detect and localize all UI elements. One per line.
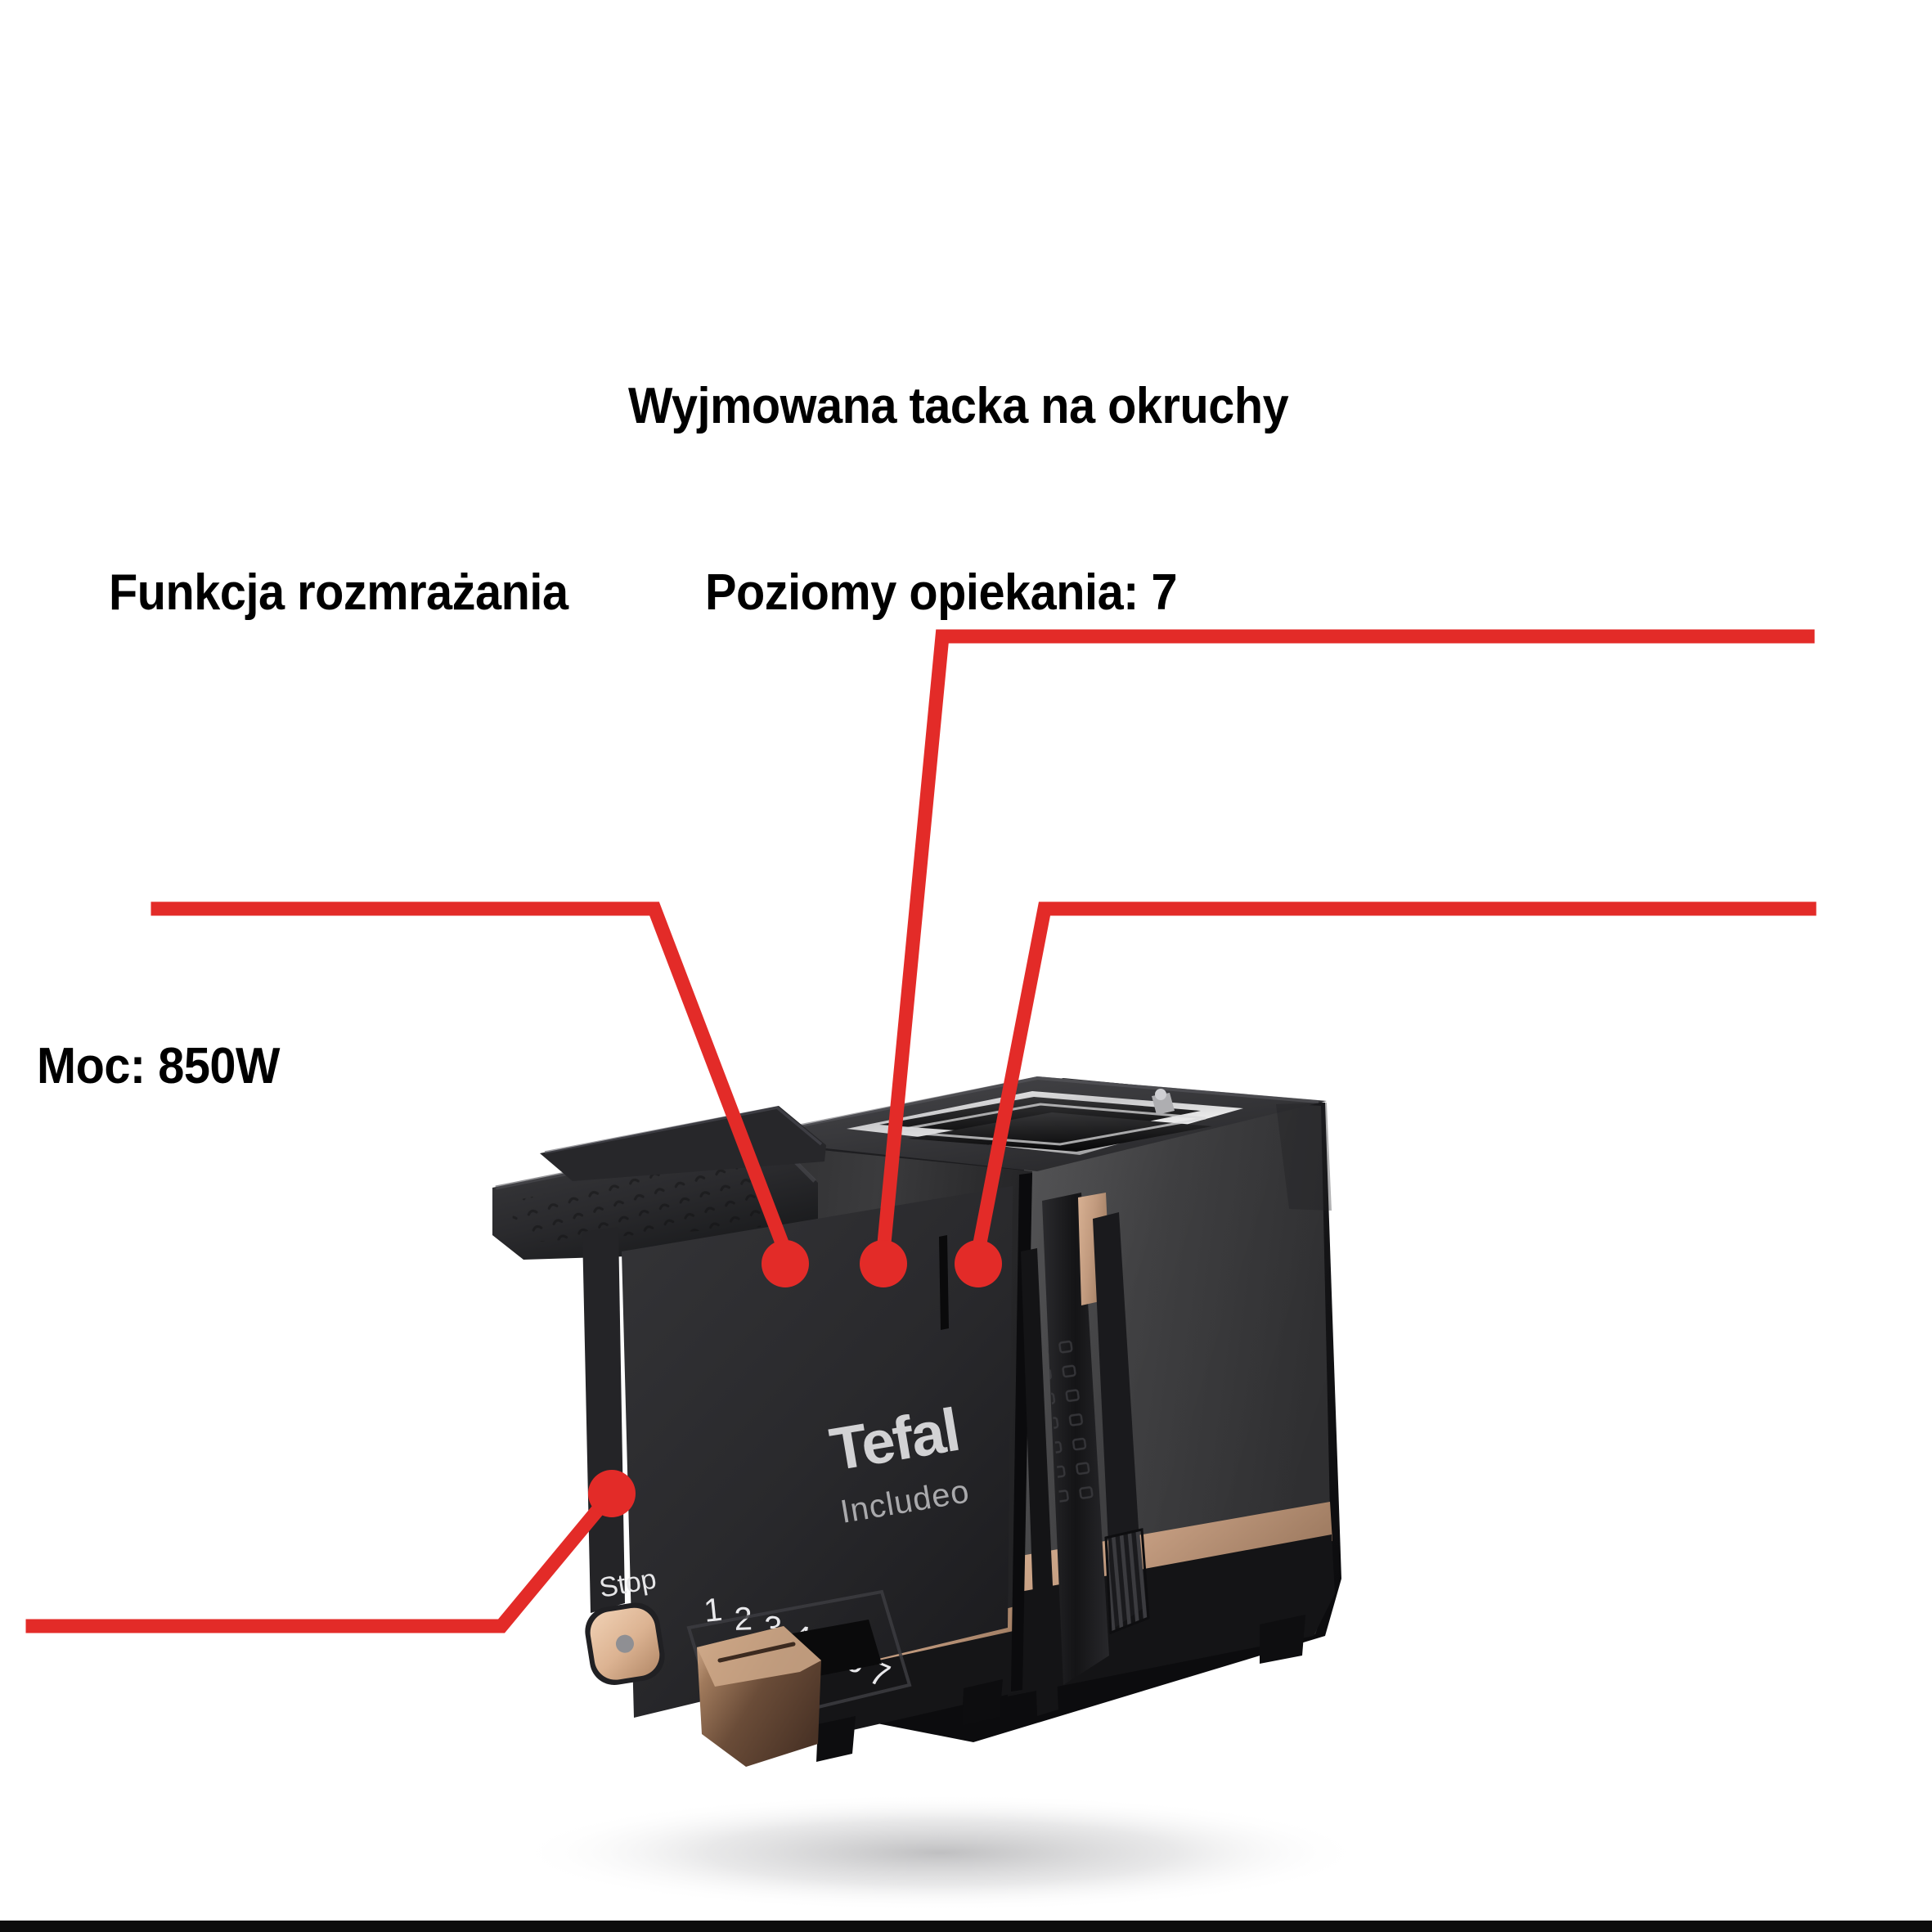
lever-inner-rail bbox=[1021, 1248, 1058, 1716]
toaster-foot-front-right bbox=[962, 1679, 1003, 1726]
lever-ridged-grip bbox=[1106, 1530, 1148, 1633]
crumb-tray-post bbox=[582, 1227, 625, 1613]
control-panel: Tefal Includeo Stop 1 2 3 4 5 6 bbox=[585, 1186, 1013, 1767]
scale-tick-2: 2 bbox=[734, 1601, 753, 1638]
toaster-foot-front-left bbox=[816, 1716, 856, 1762]
lever-outer-arm bbox=[1093, 1212, 1143, 1629]
bottom-edge-bar bbox=[0, 1921, 1932, 1932]
callout-label-browning-levels: Poziomy opiekania: 7 bbox=[705, 564, 1178, 621]
lever-grip-texture bbox=[1047, 1335, 1094, 1507]
lift-lever-assembly bbox=[939, 1193, 1150, 1716]
callout-label-power: Moc: 850W bbox=[37, 1038, 280, 1094]
callout-label-defrost: Funkcja rozmrażania bbox=[109, 564, 568, 621]
control-panel-face bbox=[622, 1186, 1013, 1718]
toaster-body: Tefal Includeo Stop 1 2 3 4 5 6 bbox=[492, 1076, 1341, 1767]
callout-label-crumb-tray: Wyjmowana tacka na okruchy bbox=[628, 378, 1289, 434]
lever-grip-outline bbox=[1104, 1528, 1150, 1635]
browning-dial-knob[interactable] bbox=[697, 1626, 821, 1767]
slot-clip-pin bbox=[1155, 1089, 1166, 1100]
toaster-foot-rear bbox=[1260, 1615, 1305, 1664]
dial-knob-groove bbox=[717, 1642, 796, 1663]
lever-slot-line bbox=[939, 1235, 949, 1330]
stop-button-indicator bbox=[615, 1634, 634, 1653]
dial-knob-top bbox=[697, 1626, 821, 1687]
product-shadow bbox=[515, 1794, 1366, 1912]
